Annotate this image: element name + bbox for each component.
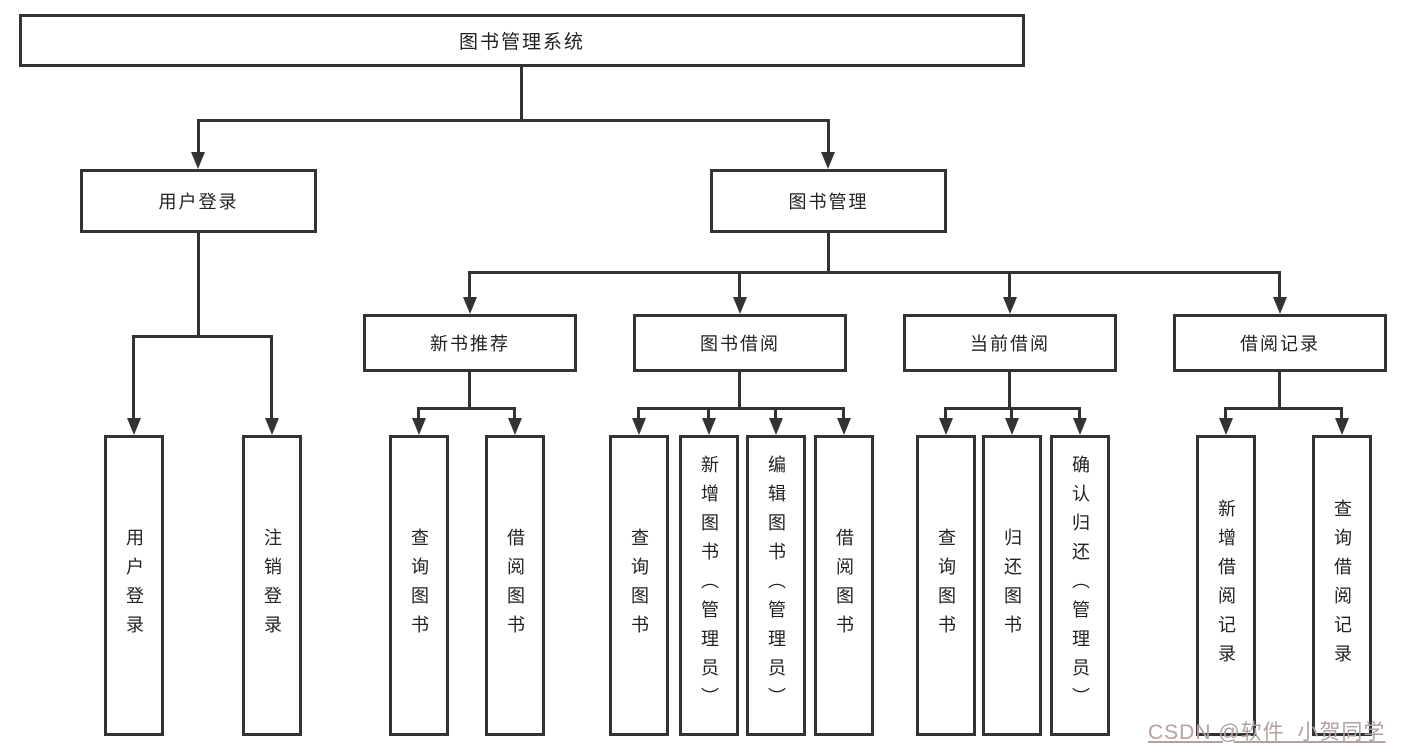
leaf-query-books-current: 查询图书: [916, 435, 976, 736]
leaf-borrow-books-label: 借阅图书: [834, 527, 854, 644]
connector-line: [520, 67, 523, 120]
node-new-book-recommend: 新书推荐: [363, 314, 577, 372]
arrow-down-icon: [837, 418, 851, 435]
leaf-confirm-return-admin-label: 确认归还（管理员）: [1070, 455, 1090, 716]
arrow-down-icon: [1005, 418, 1019, 435]
arrow-down-icon: [265, 418, 279, 435]
connector-line: [270, 335, 273, 418]
connector-line: [738, 372, 741, 408]
connector-line: [197, 119, 830, 122]
connector-line: [944, 407, 947, 420]
connector-line: [468, 271, 1281, 274]
connector-line: [468, 271, 471, 297]
arrow-down-icon: [632, 418, 646, 435]
connector-line: [132, 335, 135, 418]
leaf-confirm-return-admin: 确认归还（管理员）: [1050, 435, 1110, 736]
connector-line: [468, 372, 471, 408]
connector-line: [197, 119, 200, 155]
connector-line: [1278, 372, 1281, 408]
leaf-query-books-borrow: 查询图书: [609, 435, 669, 736]
leaf-query-books-current-label: 查询图书: [936, 527, 956, 644]
node-user-login: 用户登录: [80, 169, 317, 233]
leaf-add-books-admin-label: 新增图书（管理员）: [699, 455, 719, 716]
leaf-query-books-recommend-label: 查询图书: [409, 527, 429, 644]
csdn-watermark: CSDN @软件_小贺同学: [1148, 721, 1386, 744]
arrow-down-icon: [1273, 297, 1287, 314]
leaf-query-borrow-record-label: 查询借阅记录: [1332, 498, 1352, 673]
connector-line: [1078, 407, 1081, 420]
node-borrow-records: 借阅记录: [1173, 314, 1387, 372]
connector-line: [513, 407, 516, 420]
arrow-down-icon: [821, 152, 835, 169]
connector-line: [827, 233, 830, 273]
arrow-down-icon: [702, 418, 716, 435]
node-book-management-label: 图书管理: [788, 192, 869, 212]
connector-line: [827, 119, 830, 155]
arrow-down-icon: [508, 418, 522, 435]
leaf-user-login-label: 用户登录: [124, 527, 144, 644]
connector-line: [132, 335, 273, 338]
leaf-add-borrow-record-label: 新增借阅记录: [1216, 498, 1236, 673]
connector-line: [637, 407, 845, 410]
arrow-down-icon: [127, 418, 141, 435]
arrow-down-icon: [1219, 418, 1233, 435]
node-book-borrow: 图书借阅: [633, 314, 847, 372]
leaf-query-borrow-record: 查询借阅记录: [1312, 435, 1372, 736]
leaf-add-borrow-record: 新增借阅记录: [1196, 435, 1256, 736]
leaf-borrow-books-recommend: 借阅图书: [485, 435, 545, 736]
connector-line: [1278, 271, 1281, 297]
leaf-logout: 注销登录: [242, 435, 302, 736]
node-new-book-recommend-label: 新书推荐: [430, 334, 510, 354]
arrow-down-icon: [1003, 297, 1017, 314]
arrow-down-icon: [191, 152, 205, 169]
leaf-edit-books-admin-label: 编辑图书（管理员）: [766, 455, 786, 716]
leaf-return-books-label: 归还图书: [1002, 527, 1022, 644]
leaf-query-books-borrow-label: 查询图书: [629, 527, 649, 644]
connector-line: [707, 407, 710, 420]
connector-line: [774, 407, 777, 420]
node-book-management: 图书管理: [710, 169, 947, 233]
leaf-borrow-books: 借阅图书: [814, 435, 874, 736]
node-root-label: 图书管理系统: [458, 32, 585, 53]
leaf-logout-label: 注销登录: [262, 527, 282, 644]
leaf-query-books-recommend: 查询图书: [389, 435, 449, 736]
node-book-borrow-label: 图书借阅: [700, 334, 780, 354]
connector-line: [842, 407, 845, 420]
arrow-down-icon: [769, 418, 783, 435]
connector-line: [417, 407, 516, 410]
arrow-down-icon: [463, 297, 477, 314]
arrow-down-icon: [1335, 418, 1349, 435]
arrow-down-icon: [939, 418, 953, 435]
leaf-borrow-books-recommend-label: 借阅图书: [505, 527, 525, 644]
leaf-user-login: 用户登录: [104, 435, 164, 736]
node-current-borrow-label: 当前借阅: [970, 334, 1050, 354]
node-root: 图书管理系统: [19, 14, 1025, 67]
connector-line: [1008, 271, 1011, 297]
arrow-down-icon: [412, 418, 426, 435]
connector-line: [1224, 407, 1343, 410]
arrow-down-icon: [1073, 418, 1087, 435]
connector-line: [417, 407, 420, 420]
connector-line: [1008, 372, 1011, 408]
connector-line: [197, 233, 200, 336]
arrow-down-icon: [733, 297, 747, 314]
connector-line: [637, 407, 640, 420]
connector-line: [738, 271, 741, 297]
node-current-borrow: 当前借阅: [903, 314, 1117, 372]
connector-line: [1224, 407, 1227, 420]
leaf-edit-books-admin: 编辑图书（管理员）: [746, 435, 806, 736]
node-user-login-label: 用户登录: [158, 192, 239, 212]
leaf-add-books-admin: 新增图书（管理员）: [679, 435, 739, 736]
leaf-return-books: 归还图书: [982, 435, 1042, 736]
node-borrow-records-label: 借阅记录: [1240, 334, 1320, 354]
connector-line: [1010, 407, 1013, 420]
connector-line: [1340, 407, 1343, 420]
